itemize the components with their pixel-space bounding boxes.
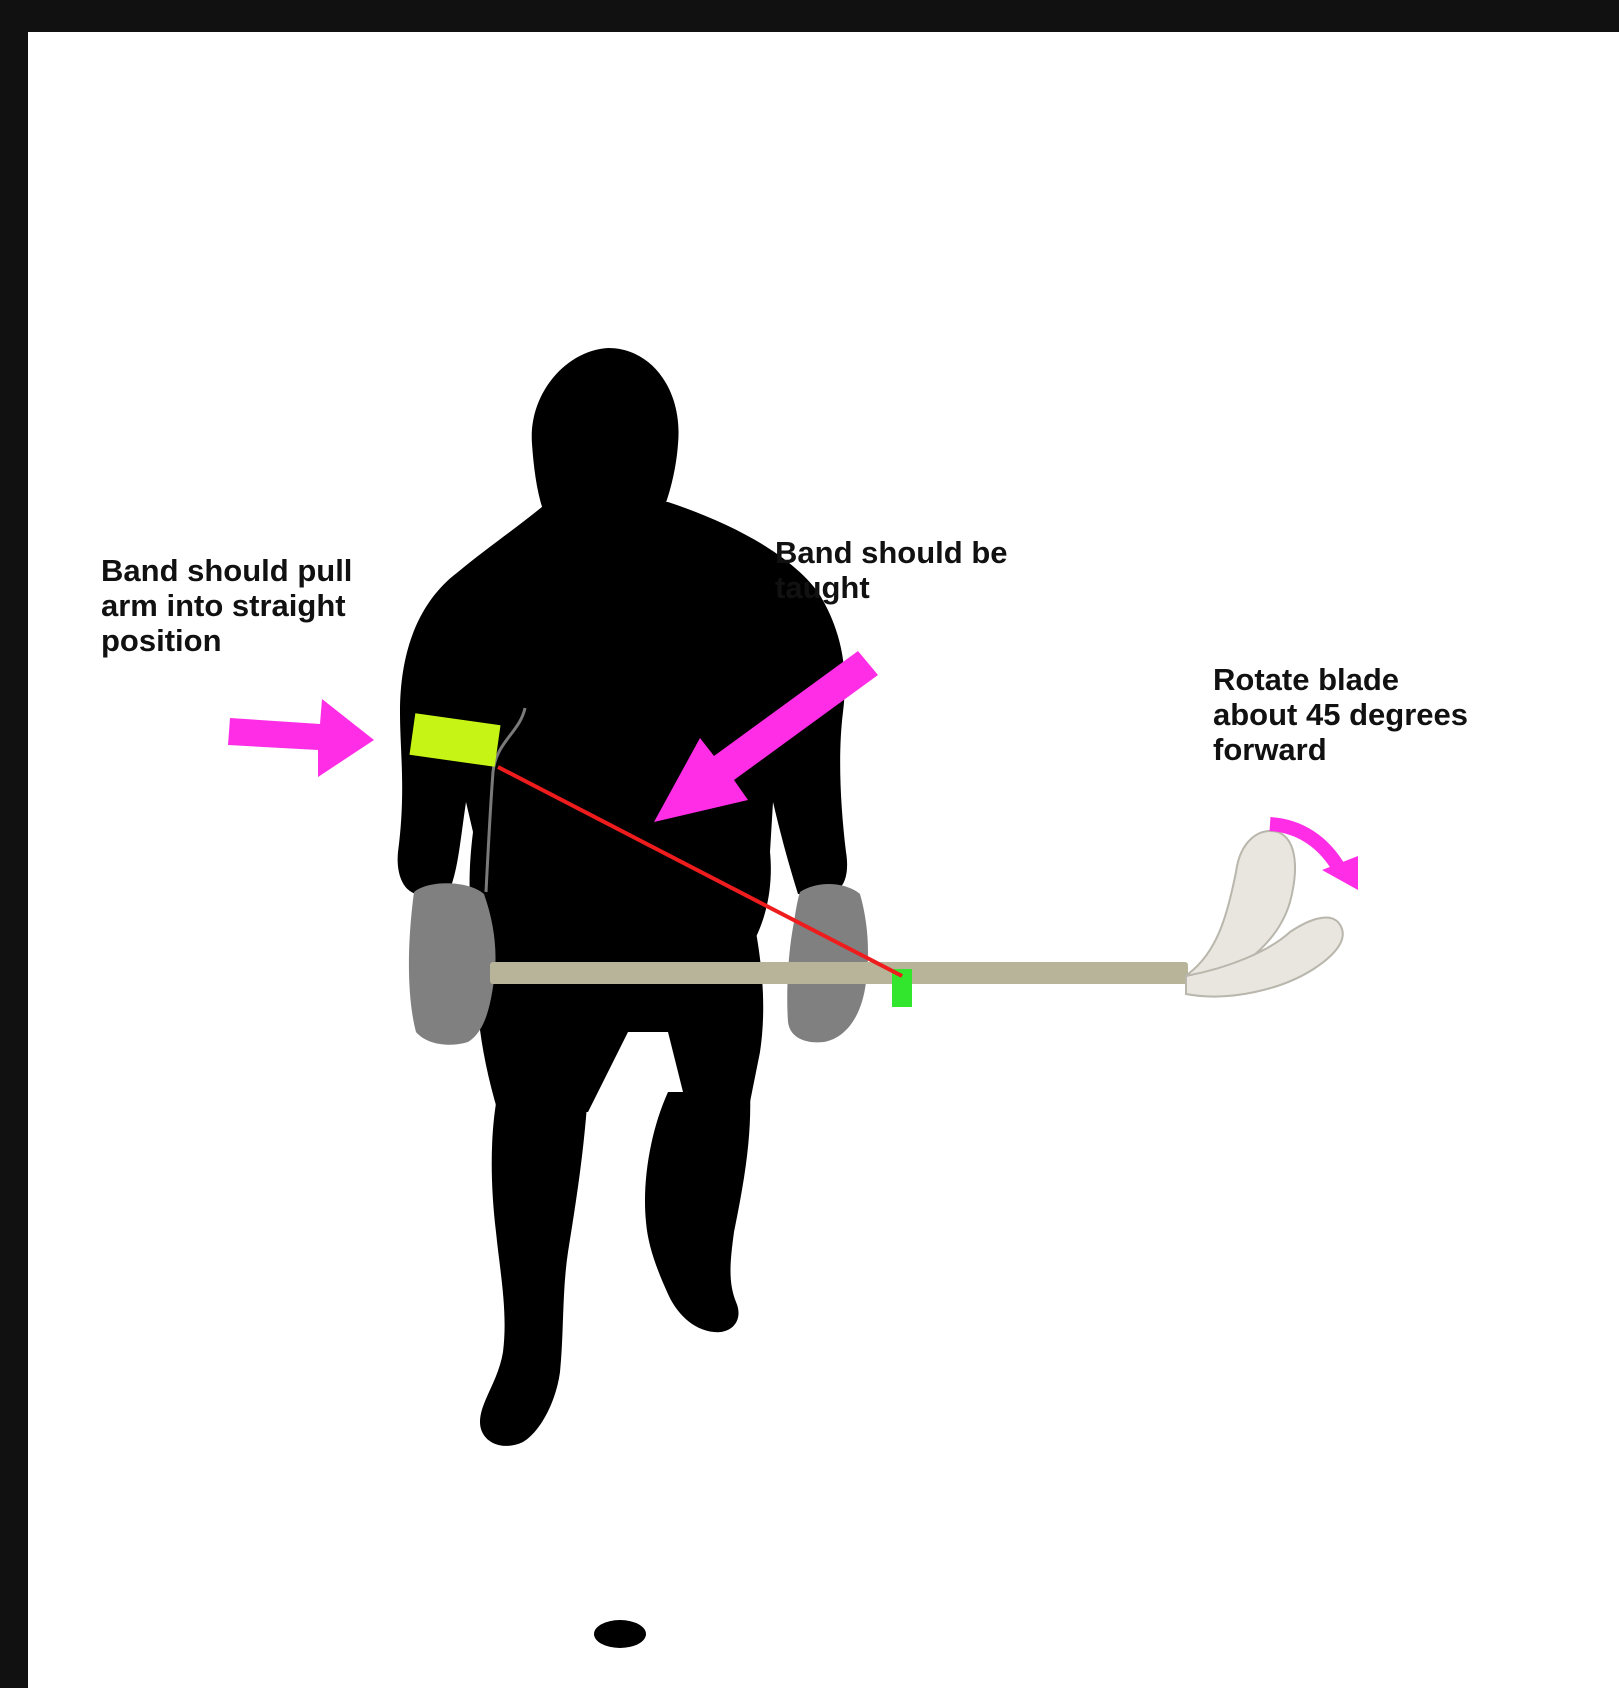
player-right-leg: [645, 1092, 750, 1332]
diagram-canvas: Band should pull arm into straight posit…: [28, 32, 1619, 1688]
diagram-scene: [28, 32, 1619, 1688]
player-hips: [476, 932, 763, 1112]
resistance-band-annotation-line-2: taught: [775, 570, 1008, 605]
arm-band-annotation-line-1: Band should pull: [101, 553, 352, 588]
player-left-leg: [480, 1092, 588, 1446]
blade-rotation-annotation-line-1: Rotate blade: [1213, 662, 1468, 697]
puck-icon: [594, 1620, 646, 1648]
left-glove: [409, 883, 496, 1045]
blade-rotation-annotation-line-3: forward: [1213, 732, 1468, 767]
arm-band-annotation-line-3: position: [101, 623, 352, 658]
blade-rotation-annotation-line-2: about 45 degrees: [1213, 697, 1468, 732]
resistance-band-annotation-line-1: Band should be: [775, 535, 1008, 570]
blade-rotation-annotation: Rotate blade about 45 degrees forward: [1213, 662, 1468, 767]
resistance-band-annotation: Band should be taught: [775, 535, 1008, 605]
arm-band-annotation-line-2: arm into straight: [101, 588, 352, 623]
player-head: [532, 348, 679, 522]
arrow-icon: [228, 699, 374, 777]
arm-band-annotation: Band should pull arm into straight posit…: [101, 553, 352, 658]
stick-shaft: [490, 962, 1188, 984]
